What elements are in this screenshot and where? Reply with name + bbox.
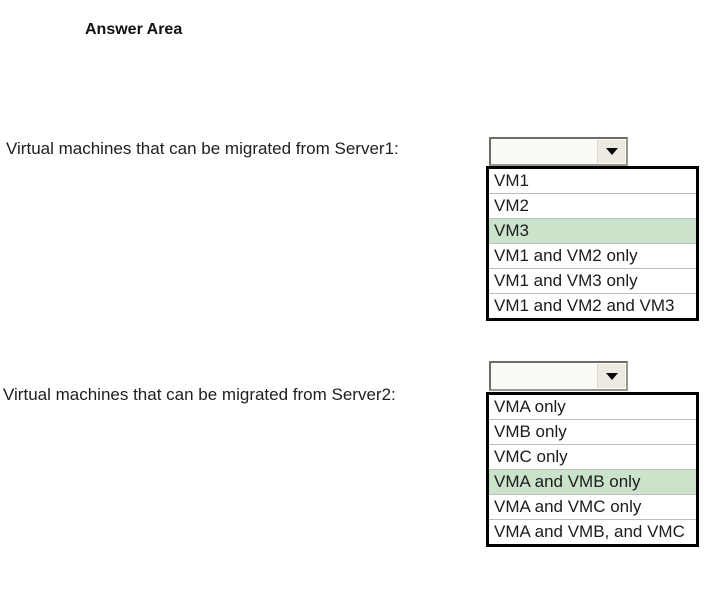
list-item[interactable]: VMA and VMB, and VMC [489, 520, 696, 544]
server1-dropdown-arrow-button[interactable] [597, 140, 625, 163]
list-item[interactable]: VM1 [489, 169, 696, 194]
server1-dropdown-value [496, 139, 596, 164]
server1-dropdown[interactable] [489, 137, 628, 166]
list-item[interactable]: VM1 and VM2 and VM3 [489, 294, 696, 318]
server2-dropdown-arrow-button[interactable] [597, 364, 625, 388]
answer-area-title: Answer Area [85, 21, 183, 38]
chevron-down-icon [605, 148, 618, 155]
list-item[interactable]: VMA and VMC only [489, 495, 696, 520]
server2-dropdown-value [496, 363, 596, 389]
list-item[interactable]: VMA only [489, 395, 696, 420]
list-item[interactable]: VMC only [489, 445, 696, 470]
list-item[interactable]: VM3 [489, 219, 696, 244]
list-item[interactable]: VMB only [489, 420, 696, 445]
question-1-label: Virtual machines that can be migrated fr… [6, 139, 399, 158]
list-item[interactable]: VM1 and VM2 only [489, 244, 696, 269]
list-item[interactable]: VM2 [489, 194, 696, 219]
chevron-down-icon [605, 372, 618, 380]
server2-dropdown[interactable] [489, 361, 628, 391]
list-item[interactable]: VM1 and VM3 only [489, 269, 696, 294]
question-2-label: Virtual machines that can be migrated fr… [3, 385, 396, 404]
list-item[interactable]: VMA and VMB only [489, 470, 696, 495]
